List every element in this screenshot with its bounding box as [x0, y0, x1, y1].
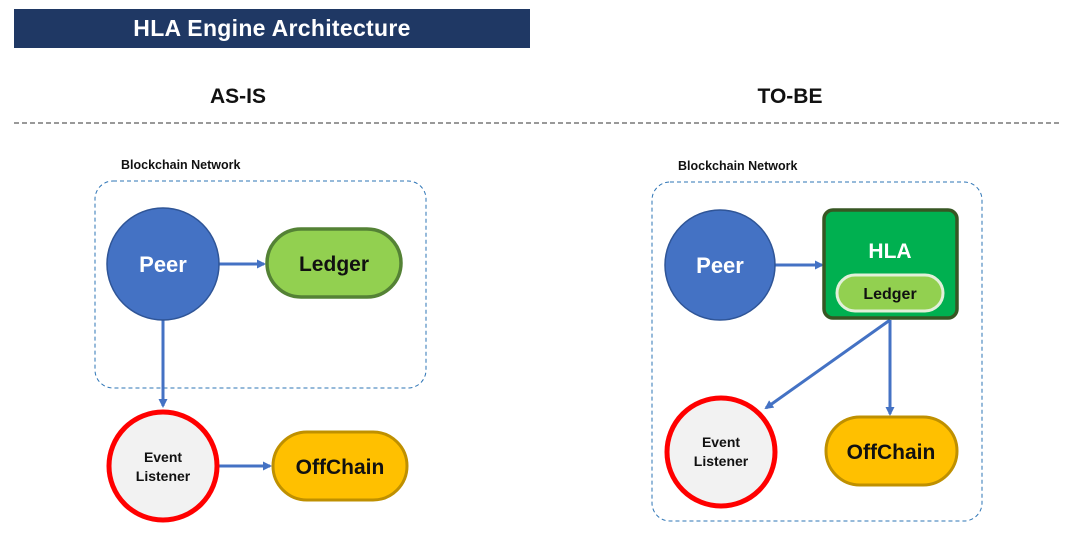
to-be-network-label: Blockchain Network: [678, 159, 798, 173]
as-is-peer-label: Peer: [139, 252, 187, 277]
to-be-peer-node: Peer: [664, 209, 776, 321]
as-is-offchain-label: OffChain: [296, 456, 385, 479]
as-is-listener-label-line1: Event: [144, 449, 182, 465]
as-is-listener-label-line2: Listener: [136, 468, 191, 484]
to-be-event-listener-node: Event Listener: [664, 395, 778, 509]
as-is-event-listener-node: Event Listener: [106, 409, 220, 523]
to-be-offchain-label: OffChain: [847, 441, 936, 464]
as-is-network-label: Blockchain Network: [121, 158, 241, 172]
as-is-peer-node: Peer: [106, 207, 220, 321]
as-is-heading: AS-IS: [209, 85, 267, 108]
as-is-ledger-label: Ledger: [299, 253, 369, 276]
to-be-blockchain-network: [651, 181, 983, 522]
to-be-listener-label-line1: Event: [702, 434, 740, 450]
to-be-hla-node: HLA Ledger: [822, 208, 959, 320]
to-be-ledger-node: [835, 273, 945, 313]
to-be-heading: TO-BE: [757, 85, 823, 108]
as-is-offchain-node: OffChain: [271, 430, 409, 502]
to-be-offchain-node: OffChain: [824, 415, 959, 487]
as-is-ledger-node: Ledger: [265, 227, 403, 299]
as-is-blockchain-network: [94, 180, 427, 389]
to-be-hla-label: HLA: [868, 240, 911, 263]
page-title: HLA Engine Architecture: [14, 9, 530, 48]
to-be-peer-label: Peer: [696, 253, 744, 278]
to-be-arrow-hla-listener: [764, 318, 891, 410]
to-be-ledger-label: Ledger: [863, 286, 916, 303]
to-be-listener-label-line2: Listener: [694, 453, 749, 469]
